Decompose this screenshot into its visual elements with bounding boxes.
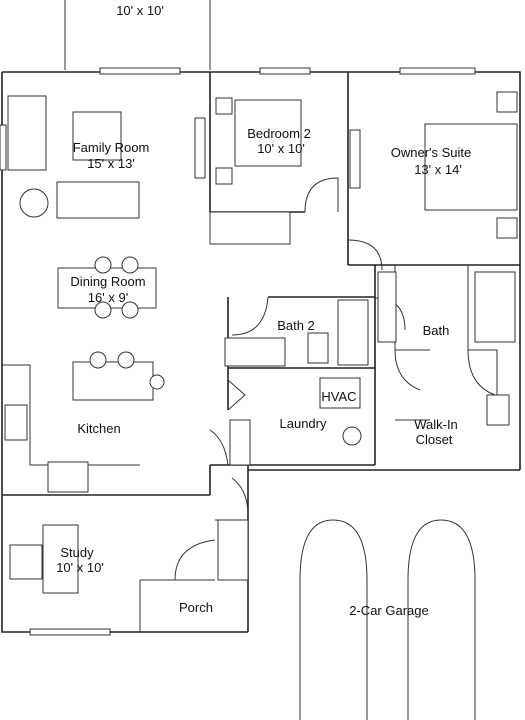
doors [174,177,496,581]
label-dining-room-dims: 16' x 9' [88,290,128,305]
patio [64,0,211,70]
label-garage: 2-Car Garage [349,603,428,618]
label-bath: Bath [423,323,450,338]
label-closet: Closet [416,432,453,447]
label-bath-2: Bath 2 [277,318,315,333]
label-family-room-dims: 15' x 13' [87,156,135,171]
label-owners-suite: Owner's Suite [391,145,472,160]
label-bedroom-2: Bedroom 2 [247,126,311,141]
label-laundry: Laundry [280,416,327,431]
label-bedroom-2-dims: 10' x 10' [257,141,305,156]
windows [0,67,476,636]
room-labels: 10' x 10' Family Room 15' x 13' Bedroom … [56,3,471,618]
label-owners-suite-dims: 13' x 14' [414,162,462,177]
furniture [2,91,518,720]
label-walk-in: Walk-In [414,417,458,432]
label-patio-dims: 10' x 10' [116,3,164,18]
label-study-dims: 10' x 10' [56,560,104,575]
label-dining-room: Dining Room [70,274,145,289]
label-hvac: HVAC [321,389,356,404]
label-family-room: Family Room [73,140,150,155]
label-porch: Porch [179,600,213,615]
label-kitchen: Kitchen [77,421,120,436]
interior-walls [2,72,520,632]
label-study: Study [60,545,94,560]
